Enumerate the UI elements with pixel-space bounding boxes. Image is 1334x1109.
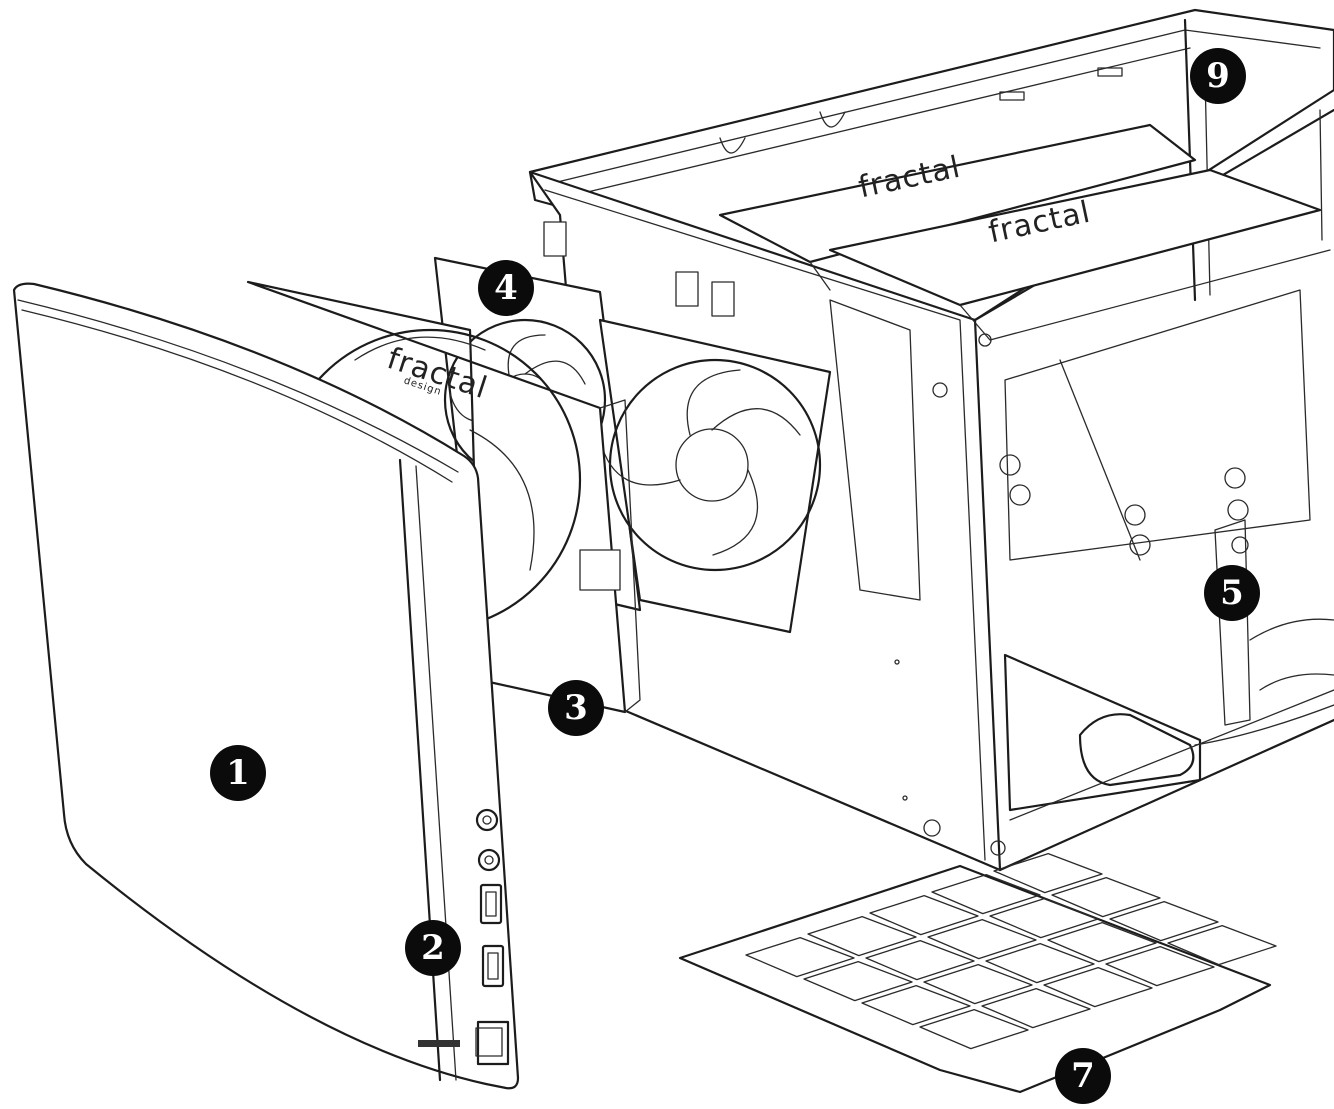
callout-3: 3 (548, 680, 604, 736)
filter-cell (869, 894, 979, 936)
filter-cell (1047, 921, 1157, 963)
callout-1: 1 (210, 745, 266, 801)
filter-cell (989, 897, 1099, 939)
filter-cell (803, 960, 913, 1002)
callout-9: 9 (1190, 48, 1246, 104)
filter-cell (993, 852, 1103, 894)
callout-2: 2 (405, 920, 461, 976)
filter-grid (745, 852, 1277, 1050)
filter-cell (931, 873, 1041, 915)
front-fan-middle (598, 318, 832, 634)
filter-cell (865, 939, 975, 981)
callout-4: 4 (478, 260, 534, 316)
filter-cell (981, 987, 1091, 1029)
callout-5: 5 (1204, 565, 1260, 621)
filter-cell (745, 936, 855, 978)
filter-cell (1167, 924, 1277, 966)
filter-cell (807, 915, 917, 957)
bottom-dust-filter (678, 852, 1277, 1094)
callout-7: 7 (1055, 1048, 1111, 1104)
filter-cell (861, 984, 971, 1026)
filter-cell (923, 963, 1033, 1005)
filter-cell (985, 942, 1095, 984)
filter-cell (919, 1008, 1029, 1050)
fan-brackets (543, 221, 921, 601)
front-panel (12, 282, 520, 1090)
filter-cell (1105, 945, 1215, 987)
filter-cell (1051, 876, 1161, 918)
filter-cell (1043, 966, 1153, 1008)
filter-cell (1109, 900, 1219, 942)
filter-cell (927, 918, 1037, 960)
